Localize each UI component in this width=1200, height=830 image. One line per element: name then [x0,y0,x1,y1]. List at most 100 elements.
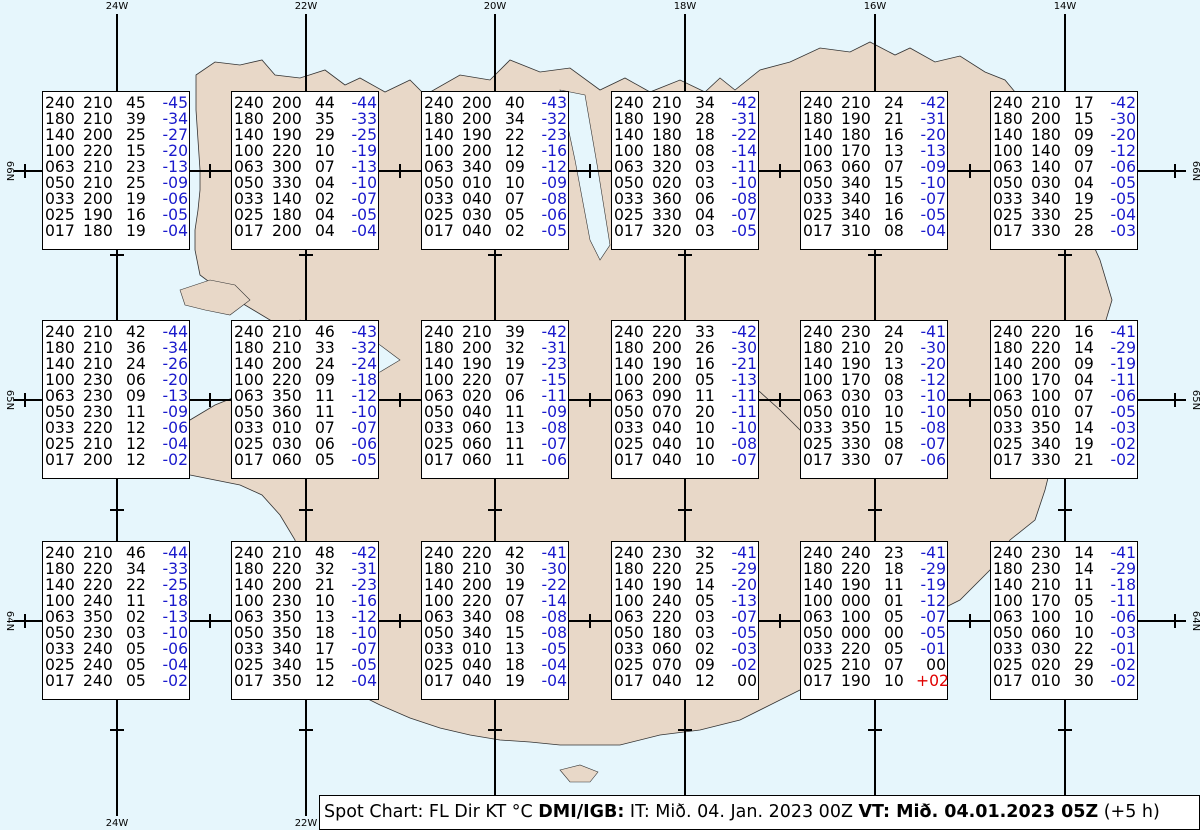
wind-direction: 060 [462,451,492,469]
wind-direction: 040 [462,403,492,421]
flight-level: 033 [424,640,454,658]
lat-label-right: 66N [1190,161,1200,181]
temperature: -44 [351,94,377,112]
flight-level: 033 [424,190,454,208]
temperature: -31 [541,339,567,357]
wind-speed: 19 [505,355,525,373]
temperature: -43 [351,323,377,341]
flight-level: 240 [424,544,454,562]
flight-level: 063 [993,608,1023,626]
temperature: -05 [1110,403,1136,421]
wind-speed: 13 [505,640,525,658]
wind-speed: 04 [315,222,335,240]
temperature: -07 [920,190,946,208]
temperature: -08 [541,624,567,642]
wind-direction: 350 [272,624,302,642]
wind-direction: 210 [652,94,682,112]
wind-speed: 02 [315,190,335,208]
wind-direction: 140 [272,190,302,208]
temperature: -18 [162,592,188,610]
wind-direction: 330 [1031,222,1061,240]
temperature: -31 [920,110,946,128]
wind-speed: 08 [505,608,525,626]
flight-level: 033 [45,640,75,658]
wind-speed: 07 [884,451,904,469]
wind-speed: 21 [1074,451,1094,469]
flight-level: 100 [45,142,75,160]
wind-direction: 040 [652,435,682,453]
wind-direction: 190 [841,672,871,690]
temperature: -07 [731,608,757,626]
wind-speed: 15 [884,419,904,437]
temperature: -13 [731,371,757,389]
wind-speed: 13 [505,419,525,437]
wind-direction: 330 [1031,451,1061,469]
temperature: -06 [162,640,188,658]
temperature: -12 [1110,142,1136,160]
temperature: -02 [1110,451,1136,469]
wind-direction: 240 [83,640,113,658]
wind-direction: 200 [272,576,302,594]
flight-level: 033 [993,419,1023,437]
wind-direction: 220 [841,640,871,658]
wind-direction: 210 [1031,576,1061,594]
wind-speed: 08 [884,435,904,453]
flight-level: 025 [234,656,264,674]
lon-label-bottom: 24W [106,818,129,829]
wind-direction: 220 [83,419,113,437]
temperature: -23 [541,126,567,144]
wind-direction: 210 [83,110,113,128]
wind-direction: 060 [1031,624,1061,642]
wind-speed: 04 [315,206,335,224]
temperature: -10 [162,624,188,642]
wind-speed: 16 [695,355,715,373]
temperature: -02 [1110,656,1136,674]
wind-speed: 06 [505,387,525,405]
lon-label-top: 20W [484,1,507,12]
wind-direction: 230 [83,387,113,405]
wind-direction: 230 [272,592,302,610]
flight-level: 033 [614,419,644,437]
flight-level: 140 [993,126,1023,144]
wind-speed: 35 [315,110,335,128]
temperature: -10 [351,624,377,642]
wind-direction: 210 [272,544,302,562]
flight-level: 050 [424,174,454,192]
wind-speed: 12 [505,142,525,160]
wind-direction: 190 [462,355,492,373]
temperature: -11 [541,387,567,405]
wind-speed: 19 [126,190,146,208]
wind-speed: 07 [315,158,335,176]
temperature: -30 [1110,110,1136,128]
flight-level: 033 [234,419,264,437]
temperature: -05 [731,624,757,642]
temperature: -25 [162,576,188,594]
temperature: -09 [541,403,567,421]
wind-direction: 200 [462,94,492,112]
temperature: -18 [351,371,377,389]
wind-direction: 190 [652,355,682,373]
wind-direction: 010 [462,640,492,658]
lat-label-left: 65N [4,390,15,410]
wind-direction: 180 [272,206,302,224]
temperature: -07 [351,190,377,208]
temperature: -14 [541,592,567,610]
